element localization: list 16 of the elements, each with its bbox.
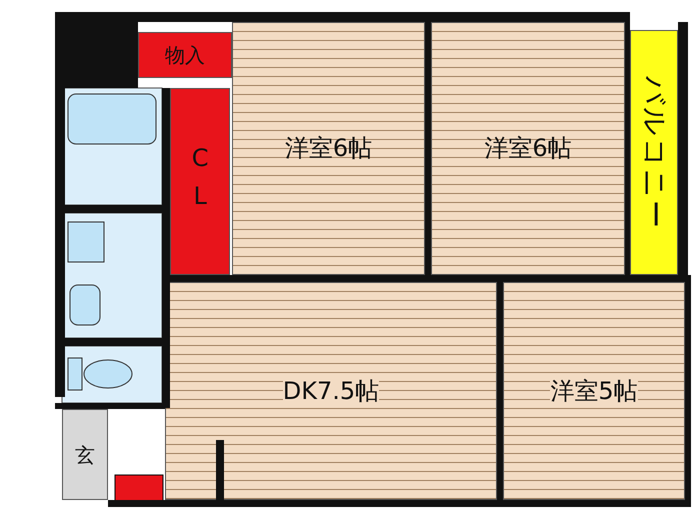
room-floor [232, 22, 425, 275]
room-label: CL [185, 142, 216, 222]
balcony-area [630, 30, 678, 275]
entrance-area [62, 409, 108, 500]
room-floor [503, 282, 685, 500]
room-floor [431, 22, 625, 275]
storage-area [138, 32, 232, 78]
room-label: 玄 [75, 444, 95, 466]
room-label: バルコニー [637, 74, 672, 232]
room-floor [165, 282, 497, 500]
room-label: DK7.5帖 [282, 378, 380, 404]
room-label: 洋室6帖 [284, 135, 372, 162]
room-label: 物入 [165, 44, 205, 66]
storage-area [170, 88, 230, 275]
room-label: 洋室6帖 [484, 135, 572, 162]
room-label: 洋室5帖 [550, 378, 638, 404]
